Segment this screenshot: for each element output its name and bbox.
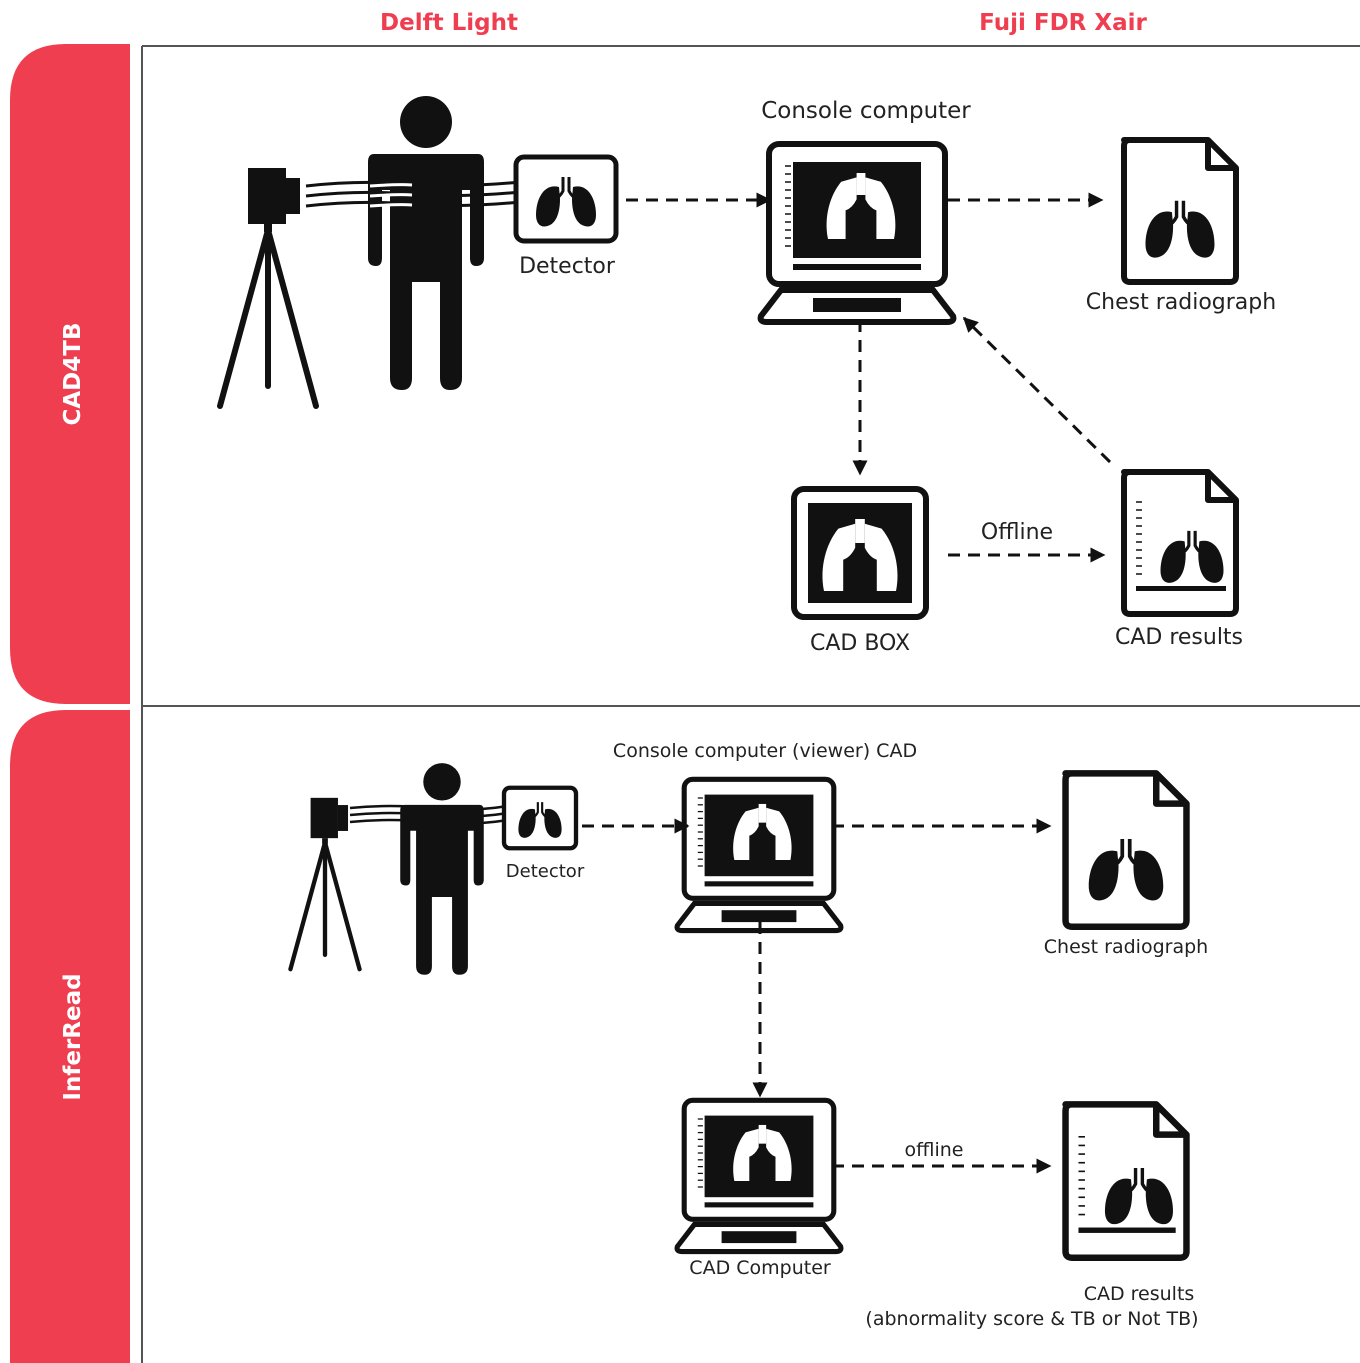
row-label-cad4tb: CAD4TB	[60, 322, 86, 426]
laptop-icon	[677, 1100, 841, 1251]
document-lungs-icon	[1124, 140, 1236, 282]
label-offline: Offline	[980, 520, 1054, 545]
document-results-icon	[1066, 1104, 1187, 1257]
label-offline: offline	[904, 1139, 964, 1161]
label-cad-results: CAD results	[1083, 1283, 1195, 1305]
label-console-computer-viewer: Console computer (viewer) CAD	[612, 740, 918, 762]
row-label-inferread: InferRead	[60, 973, 86, 1101]
label-cad-box: CAD BOX	[809, 631, 911, 656]
label-chest-radiograph: Chest radiograph	[1043, 936, 1209, 958]
laptop-icon	[761, 144, 954, 322]
label-detector: Detector	[505, 861, 585, 882]
document-lungs-icon	[1066, 773, 1187, 926]
label-detector: Detector	[519, 254, 615, 279]
cad-box-icon	[791, 486, 929, 620]
row-band-inferread	[10, 710, 130, 1363]
xray-beam-front	[369, 183, 413, 208]
laptop-icon	[677, 779, 841, 930]
column-header-left: Delft Light	[380, 10, 518, 36]
detector-icon	[501, 785, 579, 851]
row-band-cad4tb	[10, 44, 130, 704]
label-console-computer: Console computer	[761, 98, 971, 124]
label-cad-results: CAD results	[1114, 625, 1244, 650]
person-icon	[368, 96, 484, 390]
document-results-icon	[1124, 472, 1236, 614]
camera-on-tripod-icon	[220, 168, 316, 406]
camera-on-tripod-icon	[290, 798, 359, 969]
label-cad-computer: CAD Computer	[689, 1257, 831, 1279]
detector-icon	[513, 154, 619, 244]
flow-arrows-row2	[582, 818, 1052, 1174]
person-icon	[400, 763, 484, 975]
frame-lines	[141, 45, 1360, 1363]
column-header-right: Fuji FDR Xair	[979, 10, 1147, 36]
label-chest-radiograph: Chest radiograph	[1085, 290, 1277, 315]
label-cad-results-note: (abnormality score & TB or Not TB)	[865, 1308, 1199, 1330]
flow-arrows-row1	[626, 192, 1112, 563]
